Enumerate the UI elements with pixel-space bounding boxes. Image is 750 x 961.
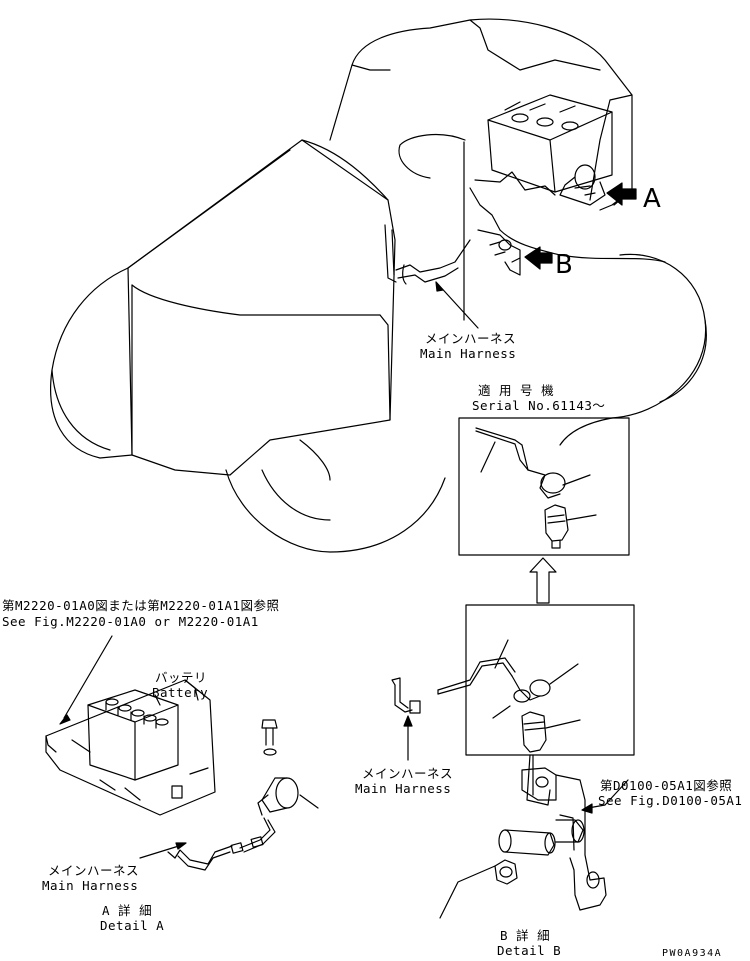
harness-plug-b (392, 678, 420, 713)
main-harness-b-jp: メインハーネス (362, 766, 454, 781)
leader-main-harness-a (140, 845, 182, 858)
main-harness-top-en: Main Harness (420, 346, 517, 361)
main-harness-top-jp: メインハーネス (425, 331, 517, 346)
arrow-b (525, 247, 552, 269)
ref-battery-en: See Fig.M2220-01A0 or M2220-01A1 (2, 614, 259, 629)
inset-up-arrow (530, 558, 556, 603)
detail-a-assembly (46, 680, 318, 870)
drawing-code: PW0A934A (662, 948, 723, 959)
battery-jp-label: バッテリ (155, 670, 208, 685)
lower-inset (438, 605, 634, 755)
detail-b-bracket (440, 755, 606, 918)
detail-a-jp: A 詳 細 (102, 903, 153, 918)
main-harness-b-en: Main Harness (355, 781, 452, 796)
ref-battery-jp: 第M2220-01A0図または第M2220-01A1図参照 (2, 598, 280, 613)
main-harness-a-jp: メインハーネス (48, 863, 140, 878)
serial-en-label: Serial No.61143～ (472, 398, 606, 413)
callout-a-label: A (643, 184, 661, 214)
detail-b-jp: B 詳 細 (500, 928, 551, 943)
serial-jp-label: 適 用 号 機 (478, 383, 555, 398)
callout-b-label: B (555, 250, 573, 280)
serial-inset (459, 418, 629, 555)
arrow-a (607, 183, 636, 205)
leader-ref-battery (64, 636, 112, 718)
battery-assembly-overview (470, 95, 612, 275)
detail-a-en: Detail A (100, 918, 165, 933)
ref-b-jp: 第D0100-05A1図参照 (600, 778, 733, 793)
leader-battery (155, 695, 160, 705)
detail-b-en: Detail B (497, 943, 562, 958)
main-harness-a-en: Main Harness (42, 878, 139, 893)
battery-en-label: Battery (152, 685, 209, 700)
machine-body-outline (51, 19, 707, 552)
ref-b-en: See Fig.D0100-05A1 (598, 793, 743, 808)
